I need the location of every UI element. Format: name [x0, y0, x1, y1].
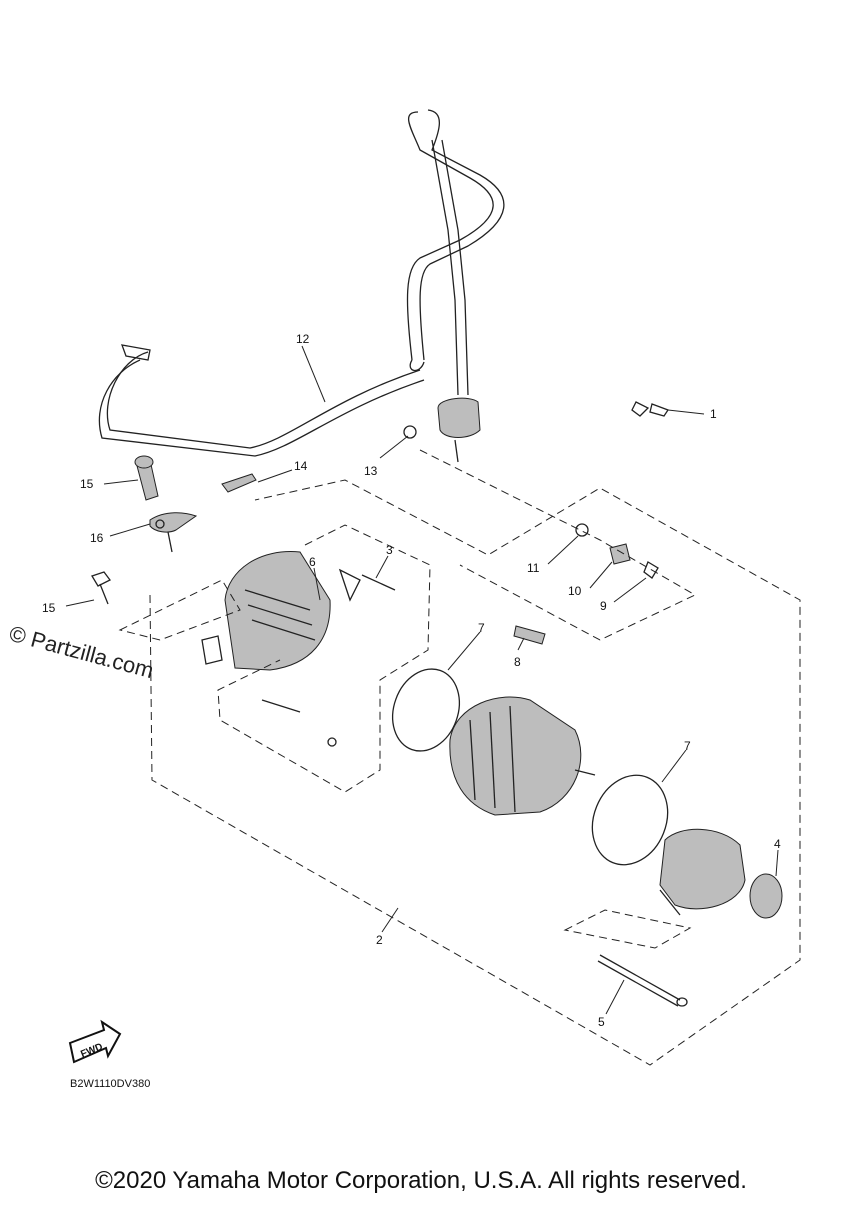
callout-2: 2 [376, 933, 383, 947]
fwd-arrow-icon: FWD [68, 1019, 122, 1064]
bolt-part-1 [631, 401, 669, 417]
starter-cable [98, 109, 505, 463]
assembly-outlines [118, 449, 801, 1066]
callout-6: 6 [309, 555, 316, 569]
callout-8: 8 [514, 655, 521, 669]
o-rings [392, 668, 669, 866]
callout-12: 12 [296, 332, 310, 346]
callout-labels: 1 2 3 4 5 6 7 7 8 9 10 11 12 13 14 15 15… [42, 332, 781, 1029]
front-cover [659, 828, 783, 919]
copyright-notice: ©2020 Yamaha Motor Corporation, U.S.A. A… [95, 1167, 747, 1194]
pin-part-14 [221, 473, 257, 493]
callout-7a: 7 [478, 621, 485, 635]
callout-15a: 15 [80, 477, 94, 491]
long-bolt-part-5 [597, 954, 688, 1007]
drawing-code: B2W1110DV380 [70, 1078, 150, 1090]
callout-16: 16 [90, 531, 104, 545]
callout-9: 9 [600, 599, 607, 613]
callout-7b: 7 [684, 739, 691, 753]
shaft-part-8 [513, 625, 546, 645]
callout-11: 11 [527, 561, 540, 575]
callout-10: 10 [568, 584, 582, 598]
callout-1: 1 [710, 407, 717, 421]
small-parts [403, 425, 659, 579]
screw-bracket [91, 455, 198, 605]
brush-holder-housing [201, 551, 396, 747]
callout-4: 4 [774, 837, 781, 851]
armature [449, 696, 596, 816]
leader-lines [65, 345, 779, 1015]
watermark: © Partzilla.com [7, 621, 157, 684]
callout-5: 5 [598, 1015, 605, 1029]
callout-3: 3 [386, 543, 393, 557]
callout-15b: 15 [42, 601, 56, 615]
callout-14: 14 [294, 459, 308, 473]
callout-13: 13 [364, 464, 378, 478]
